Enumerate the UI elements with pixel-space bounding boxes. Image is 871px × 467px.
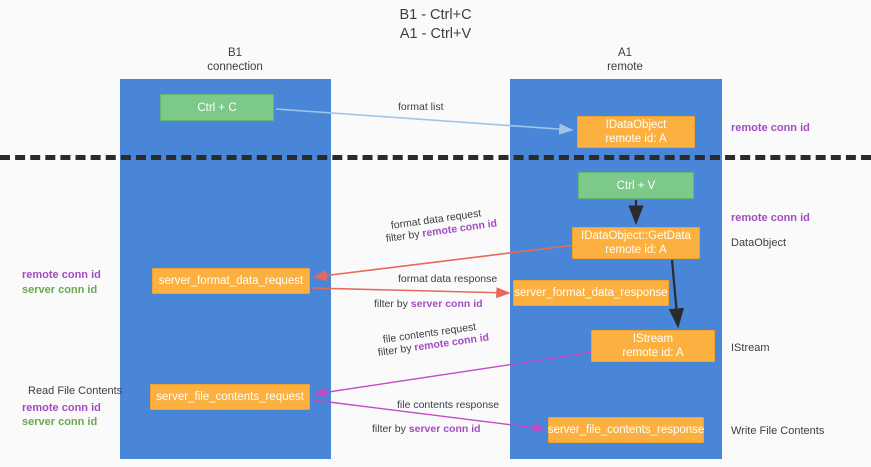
node-idataobject-getdata-label: IDataObject::GetData remote id: A [581, 230, 691, 256]
annotation-right-remote-conn-id-2: remote conn id [731, 212, 810, 224]
annotation-left-read-file-contents: Read File Contents [28, 385, 123, 397]
annotation-left-remote-conn-id-2: remote conn id [22, 402, 101, 414]
annotation-right-istream: IStream [731, 342, 770, 354]
node-idataobject[interactable]: IDataObject remote id: A [577, 116, 695, 148]
edge-label-format-data-response: format data response [398, 273, 498, 285]
column-header-a1: A1 remote [607, 47, 643, 73]
node-server-format-data-response[interactable]: server_format_data_response [513, 280, 669, 306]
annotation-right-dataobject: DataObject [731, 237, 787, 249]
node-server-file-contents-response-label: server_file_contents_response [547, 424, 705, 436]
filter-prefix: filter by [372, 423, 409, 435]
node-ctrl-c-label: Ctrl + C [197, 101, 237, 114]
node-server-format-data-request[interactable]: server_format_data_request [152, 268, 310, 294]
node-ctrl-v[interactable]: Ctrl + V [578, 172, 694, 199]
filter-key: server conn id [410, 298, 483, 310]
node-istream-label: IStream remote id: A [622, 333, 684, 359]
phase-separator [0, 155, 871, 160]
annotation-left-server-conn-id-2: server conn id [22, 416, 98, 428]
node-ctrl-v-label: Ctrl + V [616, 179, 656, 192]
node-server-file-contents-request-label: server_file_contents_request [156, 391, 304, 403]
annotation-left-remote-conn-id-1: remote conn id [22, 269, 101, 281]
node-server-format-data-request-label: server_format_data_request [158, 275, 304, 287]
edge-label-format-list: format list [398, 101, 444, 113]
node-server-file-contents-request[interactable]: server_file_contents_request [150, 384, 310, 410]
node-idataobject-getdata[interactable]: IDataObject::GetData remote id: A [572, 227, 700, 259]
filter-prefix: filter by [374, 298, 411, 310]
filter-prefix: filter by [385, 227, 424, 245]
edge-label-format-data-response-filter: filter by server conn id [374, 297, 483, 311]
edge-label-file-contents-response-filter: filter by server conn id [372, 422, 481, 436]
node-ctrl-c[interactable]: Ctrl + C [160, 94, 274, 121]
node-server-format-data-response-label: server_format_data_response [514, 287, 668, 299]
node-server-file-contents-response[interactable]: server_file_contents_response [548, 417, 704, 443]
annotation-right-remote-conn-id-1: remote conn id [731, 122, 810, 134]
arrow-format-data-response [311, 287, 511, 299]
filter-key: server conn id [408, 423, 481, 435]
edge-label-file-contents-response: file contents response [397, 399, 500, 411]
filter-prefix: filter by [377, 341, 416, 359]
page-title: B1 - Ctrl+C A1 - Ctrl+V [399, 7, 472, 42]
annotation-right-write-file-contents: Write File Contents [731, 425, 825, 437]
node-istream[interactable]: IStream remote id: A [591, 330, 715, 362]
annotation-left-server-conn-id-1: server conn id [22, 284, 98, 296]
node-idataobject-label: IDataObject remote id: A [605, 119, 667, 145]
column-header-b1: B1 connection [207, 47, 263, 73]
